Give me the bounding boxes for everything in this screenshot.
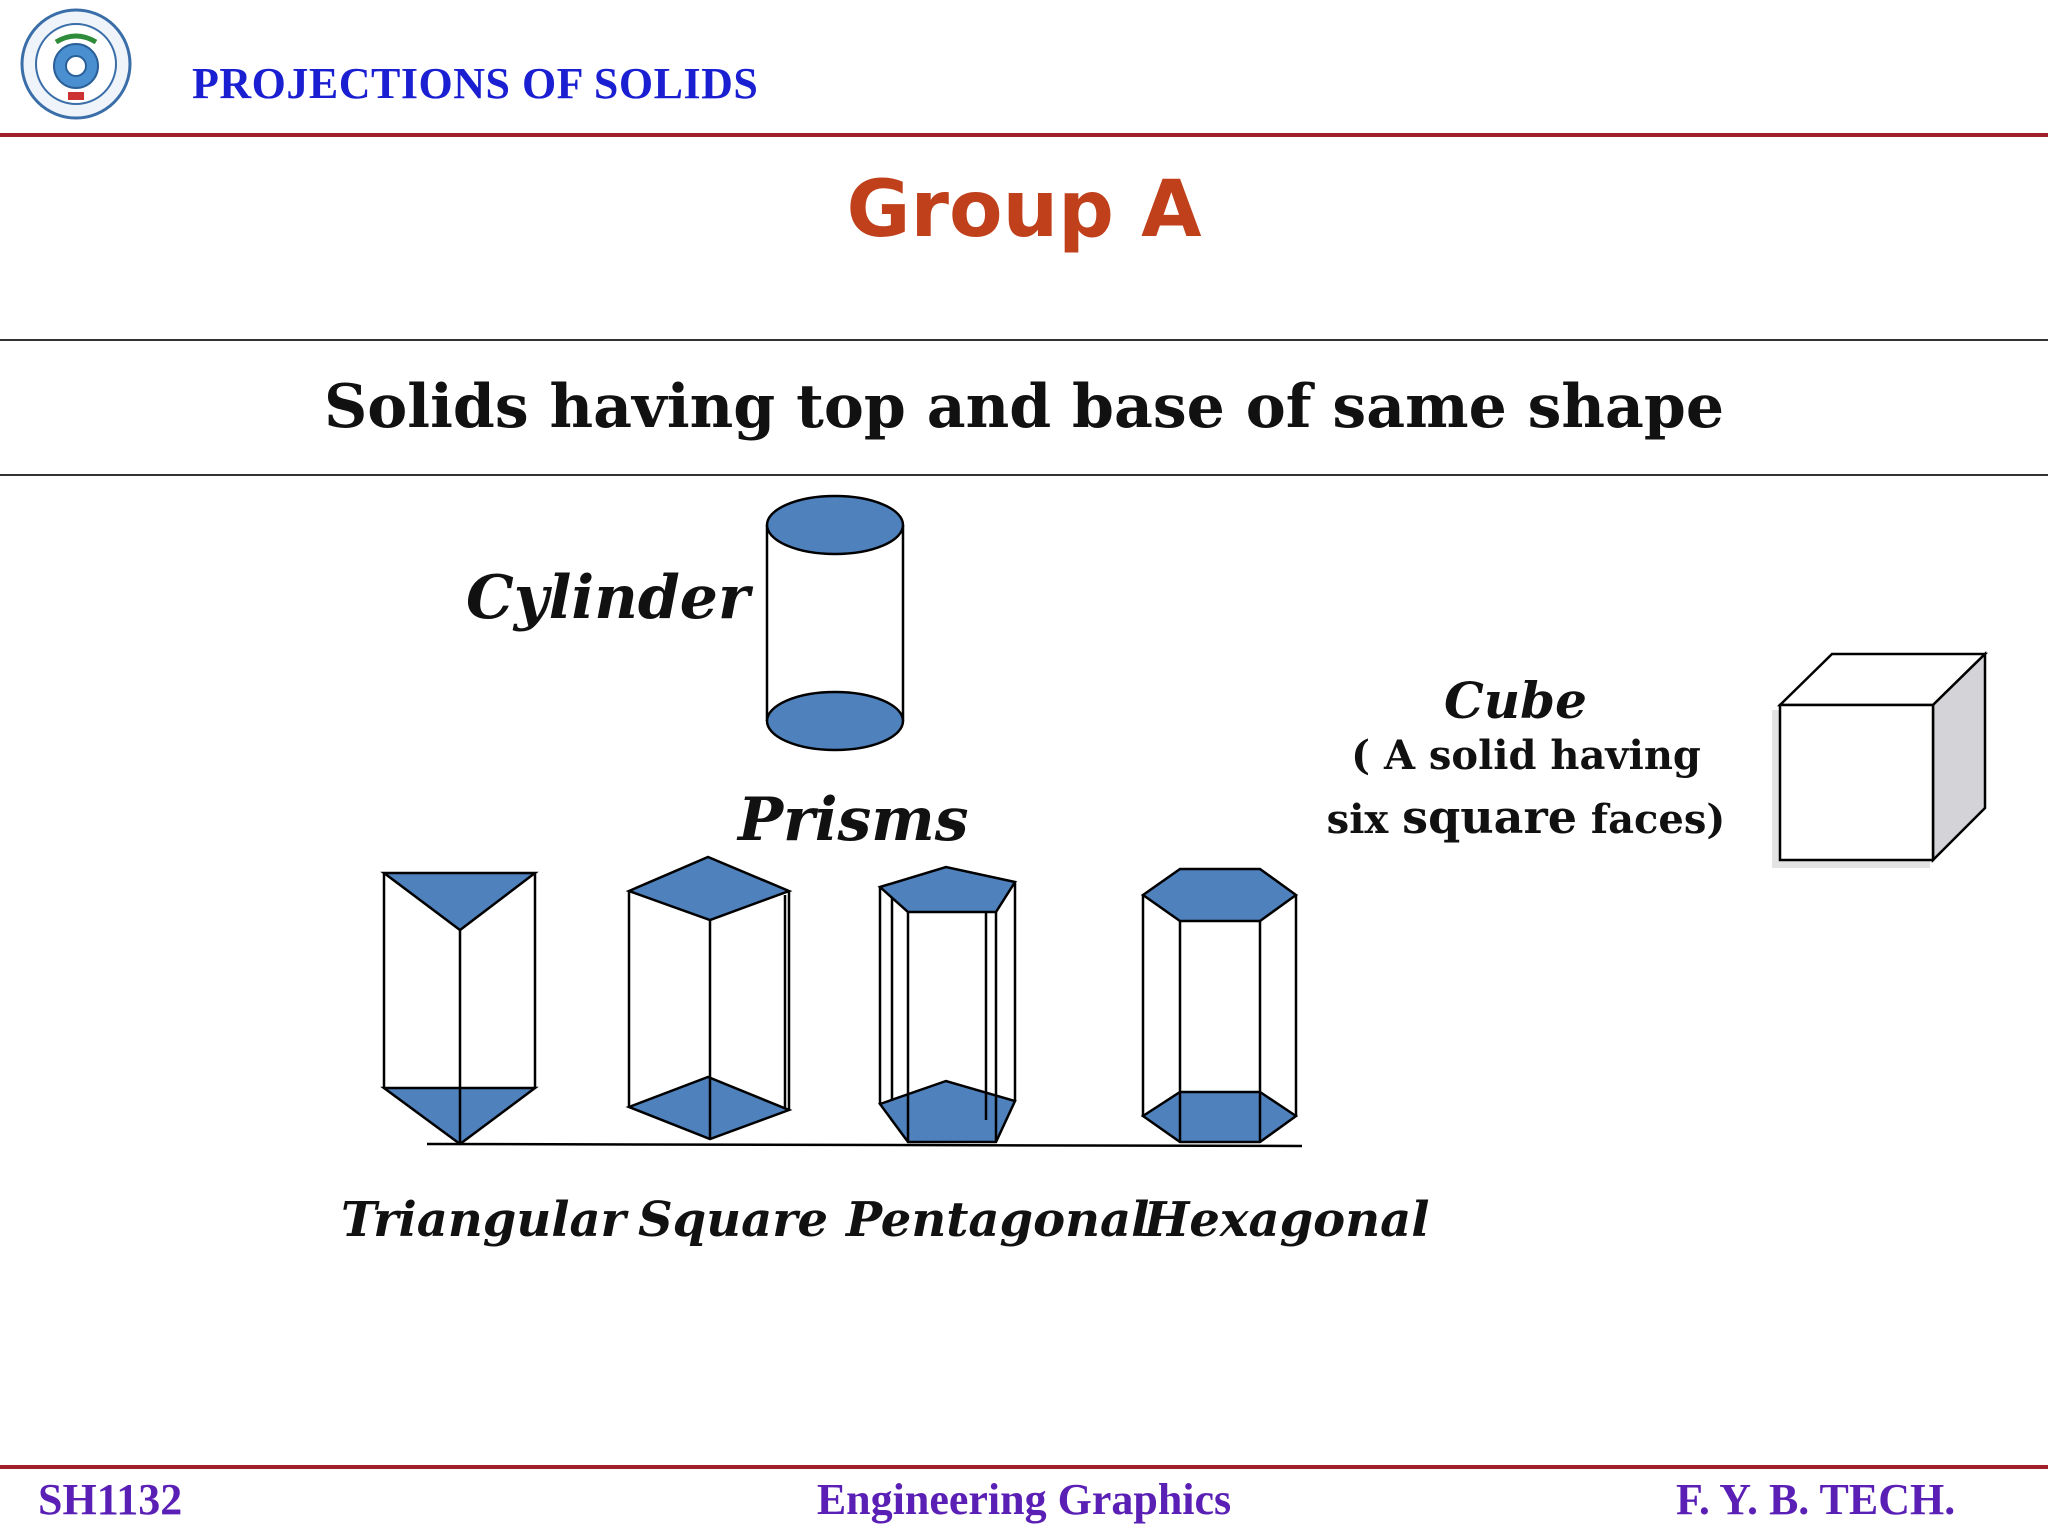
slide-subtitle: Solids having top and base of same shape xyxy=(323,372,1725,442)
footer-course-code: SH1132 xyxy=(38,1475,183,1524)
prisms-label: Prisms xyxy=(738,785,969,855)
slide-heading: Group A xyxy=(846,165,1202,255)
ground-line xyxy=(426,1142,1303,1148)
cube-shape xyxy=(1772,651,1989,868)
footer-course-name: Engineering Graphics xyxy=(816,1475,1232,1524)
hexagonal-prism-shape xyxy=(1140,867,1299,1144)
subtitle-bottom-rule xyxy=(0,474,2048,476)
footer-divider xyxy=(0,1465,2048,1469)
cube-description-line2: six square faces) xyxy=(1316,790,1736,844)
subtitle-top-rule xyxy=(0,339,2048,341)
cube-description-line1: ( A solid having xyxy=(1351,732,1701,779)
prism-name-pentagonal: Pentagonal xyxy=(846,1192,1150,1248)
institute-logo xyxy=(20,8,132,120)
triangular-prism-shape xyxy=(380,871,539,1146)
cube-desc-part-a: six xyxy=(1326,796,1403,843)
header-title: PROJECTIONS OF SOLIDS xyxy=(192,59,759,108)
pentagonal-prism-shape xyxy=(877,865,1018,1144)
footer-class-name: F. Y. B. TECH. xyxy=(1676,1475,1956,1524)
square-prism-shape xyxy=(625,855,793,1141)
cylinder-label: Cylinder xyxy=(466,563,750,633)
cylinder-shape xyxy=(765,494,905,752)
prism-name-triangular: Triangular xyxy=(341,1192,626,1248)
cube-label: Cube xyxy=(1444,671,1587,730)
prism-name-hexagonal: Hexagonal xyxy=(1144,1192,1430,1248)
header-divider xyxy=(0,133,2048,137)
cube-desc-part-c: faces) xyxy=(1577,796,1726,843)
cube-desc-part-b: square xyxy=(1402,790,1577,844)
prism-name-square: Square xyxy=(638,1192,829,1248)
